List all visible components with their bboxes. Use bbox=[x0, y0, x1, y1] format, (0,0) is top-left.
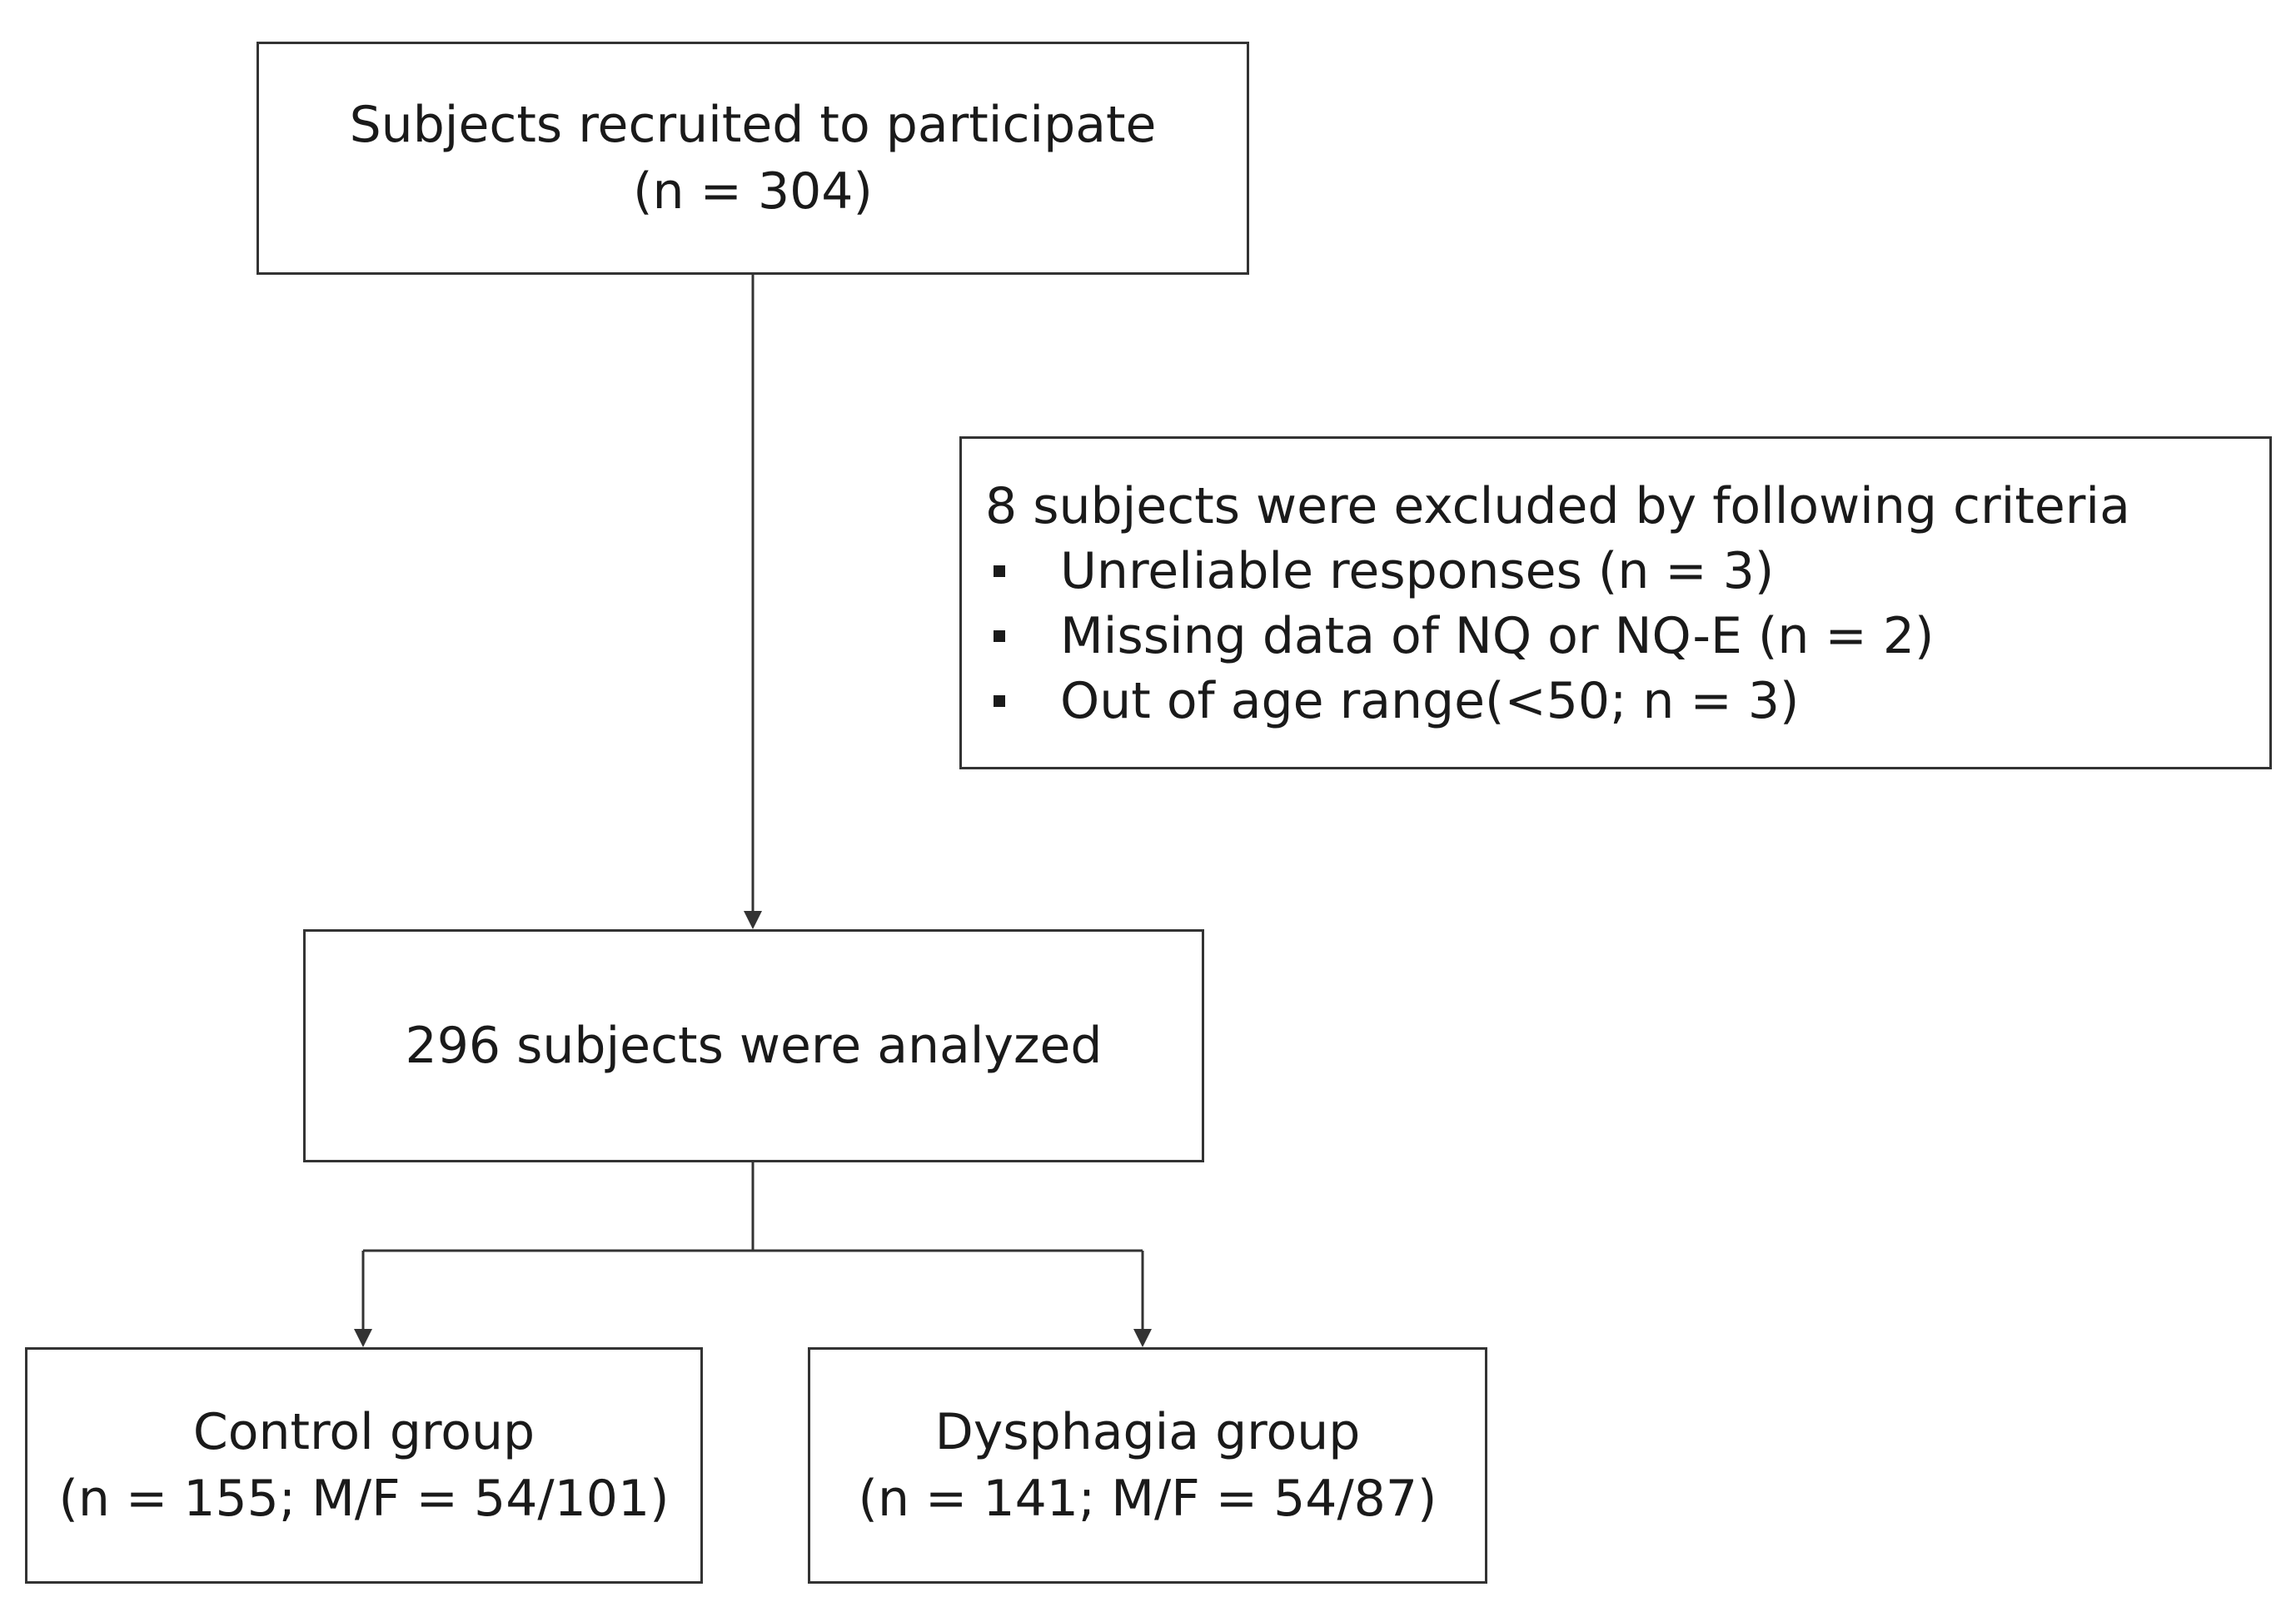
dysphagia-group-box: Dysphagia group (n = 141; M/F = 54/87) bbox=[808, 1347, 1487, 1584]
excluded-item: Out of age range(<50; n = 3) bbox=[985, 669, 2130, 734]
excluded-item-label: Unreliable responses (n = 3) bbox=[1060, 542, 1775, 600]
analyzed-box: 296 subjects were analyzed bbox=[303, 929, 1204, 1162]
dysphagia-group-count: (n = 141; M/F = 54/87) bbox=[858, 1470, 1437, 1528]
excluded-header: 8 subjects were excluded by following cr… bbox=[985, 477, 2130, 535]
dysphagia-group-label: Dysphagia group bbox=[934, 1403, 1361, 1461]
excluded-item: Unreliable responses (n = 3) bbox=[985, 539, 2130, 604]
excluded-item-label: Missing data of NQ or NQ-E (n = 2) bbox=[1060, 607, 1935, 665]
bullet-icon bbox=[994, 695, 1005, 707]
arrow-to-control-head bbox=[354, 1329, 372, 1347]
excluded-item-label: Out of age range(<50; n = 3) bbox=[1060, 672, 1800, 730]
recruited-label: Subjects recruited to participate bbox=[349, 96, 1157, 154]
bullet-icon bbox=[994, 565, 1005, 577]
bullet-icon bbox=[994, 630, 1005, 642]
recruited-count: (n = 304) bbox=[633, 162, 873, 221]
excluded-item: Missing data of NQ or NQ-E (n = 2) bbox=[985, 604, 2130, 669]
recruited-box: Subjects recruited to participate (n = 3… bbox=[256, 42, 1249, 275]
arrow-to-dysphagia-head bbox=[1133, 1329, 1152, 1347]
arrow-recruited-to-analyzed-head bbox=[744, 911, 762, 929]
control-group-count: (n = 155; M/F = 54/101) bbox=[58, 1470, 670, 1528]
control-group-box: Control group (n = 155; M/F = 54/101) bbox=[25, 1347, 703, 1584]
excluded-box: 8 subjects were excluded by following cr… bbox=[959, 436, 2272, 769]
analyzed-label: 296 subjects were analyzed bbox=[405, 1017, 1103, 1075]
control-group-label: Control group bbox=[192, 1403, 535, 1461]
